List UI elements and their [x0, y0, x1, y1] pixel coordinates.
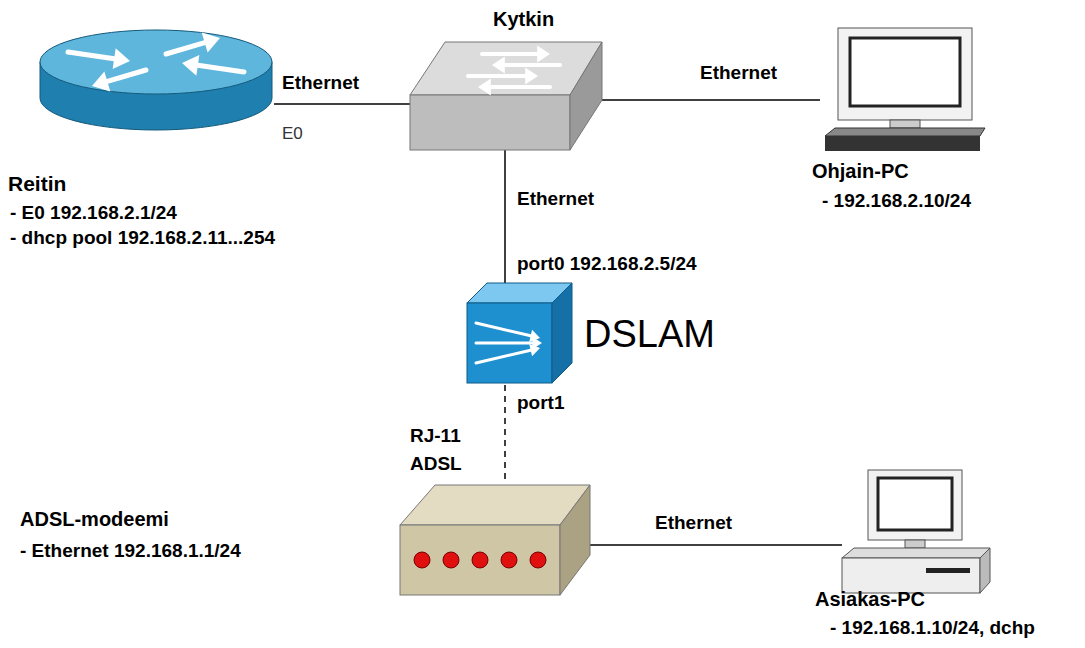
link-label: Ethernet — [517, 188, 594, 210]
port-label: port0 192.168.2.5/24 — [517, 253, 697, 275]
dslam-icon: DSLAM — [462, 283, 574, 385]
node-detail: - Ethernet 192.168.1.1/24 — [20, 540, 241, 562]
modem-icon: ADSL-modeemi- Ethernet 192.168.1.1/24 — [400, 480, 590, 598]
node-title: Asiakas-PC — [815, 588, 925, 611]
switch-icon-shape — [410, 42, 602, 150]
network-link — [590, 544, 842, 546]
network-link — [274, 103, 410, 105]
node-detail: - 192.168.1.10/24, dchp — [830, 617, 1035, 639]
node-title: Reitin — [8, 172, 66, 196]
link-label: RJ-11 ADSL — [410, 422, 462, 477]
network-link — [504, 150, 506, 283]
link-label: Ethernet — [655, 512, 732, 534]
node-detail: - 192.168.2.10/24 — [822, 190, 971, 212]
router-icon-shape — [38, 28, 274, 132]
pc-icon: Ohjain-PC- 192.168.2.10/24 — [820, 28, 990, 153]
network-link — [602, 99, 820, 101]
node-title: ADSL-modeemi — [20, 508, 169, 531]
link-label: Ethernet — [282, 72, 359, 94]
node-title: DSLAM — [584, 313, 715, 357]
dslam-icon-shape — [462, 283, 574, 385]
modem-icon-shape — [400, 480, 590, 598]
router-icon: Reitin- E0 192.168.2.1/24- dhcp pool 192… — [38, 28, 274, 132]
network-link — [504, 385, 506, 480]
port-label: E0 — [282, 124, 303, 144]
node-title: Ohjain-PC — [812, 160, 909, 183]
node-detail: - E0 192.168.2.1/24 — [10, 202, 177, 224]
pc-icon-shape — [842, 470, 992, 595]
link-label: Ethernet — [700, 62, 777, 84]
node-title: Kytkin — [493, 8, 554, 31]
pc-icon: Asiakas-PC- 192.168.1.10/24, dchp — [842, 470, 992, 595]
switch-icon: Kytkin — [410, 42, 602, 150]
port-label: port1 — [517, 392, 565, 414]
node-detail: - dhcp pool 192.168.2.11...254 — [10, 227, 275, 249]
pc-icon-shape — [820, 28, 990, 153]
